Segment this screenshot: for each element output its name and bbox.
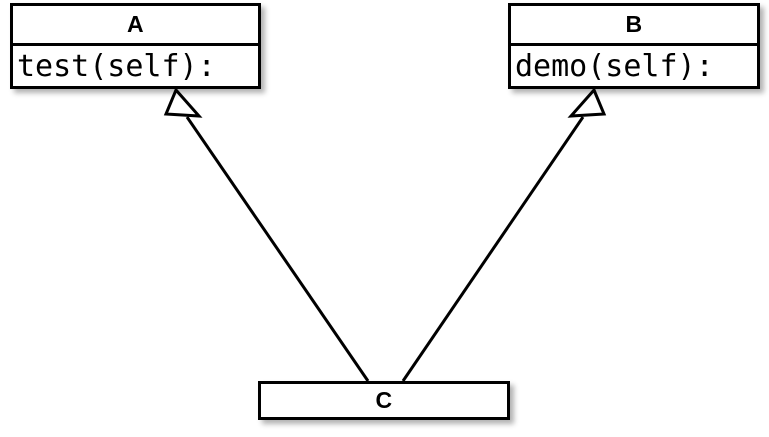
class-members-a: test(self): (17, 48, 216, 84)
hollow-triangle-arrowhead-b (567, 87, 607, 118)
class-divider-a (13, 43, 258, 47)
generalization-line-c-a (185, 116, 370, 382)
class-name-b: B (625, 11, 643, 38)
uml-class-b[interactable]: B demo(self): (508, 3, 760, 89)
generalization-c-to-a (163, 87, 370, 382)
class-members-b: demo(self): (515, 48, 714, 84)
class-divider-b (511, 43, 757, 47)
uml-class-c[interactable]: C (258, 381, 510, 420)
generalization-c-to-b (401, 87, 607, 382)
class-name-a: A (126, 11, 145, 38)
class-name-c: C (375, 387, 393, 413)
hollow-triangle-arrowhead-a (163, 87, 203, 118)
generalization-line-c-b (401, 116, 585, 382)
uml-class-a[interactable]: A test(self): (10, 3, 261, 89)
